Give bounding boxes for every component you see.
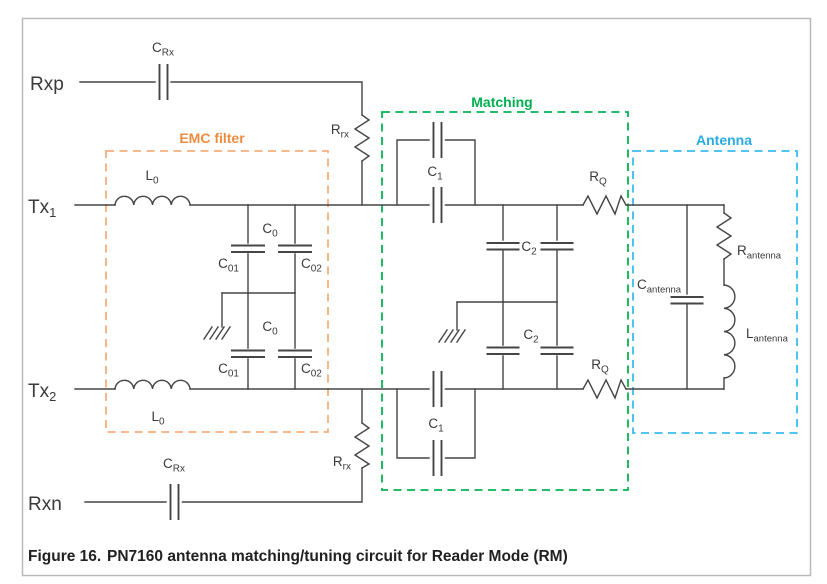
- matching-top-shunt-caps: [486, 204, 574, 303]
- c02-bottom-label: C02: [301, 361, 322, 380]
- tx1-rail: [74, 187, 725, 223]
- c2-bottom-label: C2: [523, 327, 539, 346]
- figure-caption-title: PN7160 antenna matching/tuning circuit f…: [107, 548, 568, 565]
- c2-bottom-left-capacitor: [486, 346, 520, 355]
- c1-top-label: C1: [427, 164, 443, 183]
- matching-ground-icon: [438, 329, 466, 343]
- c02-bottom-capacitor: [278, 349, 312, 358]
- antenna-box: [632, 150, 798, 434]
- c01-bottom-label: C01: [218, 361, 239, 380]
- antenna-title: Antenna: [696, 132, 752, 148]
- emc-mid-rail: [203, 292, 296, 340]
- rrx-top-label: Rrx: [331, 122, 349, 141]
- emc-bottom-shunt-caps: [231, 292, 312, 390]
- l0-top-label: L0: [145, 168, 159, 187]
- c01-bottom-capacitor: [231, 349, 265, 358]
- rxp-branch: [79, 64, 371, 206]
- l-antenna-label: Lantenna: [746, 326, 789, 345]
- rq-top-resistor: [582, 194, 627, 216]
- matching-mid-rail: [438, 301, 558, 343]
- rq-bottom-resistor: [582, 378, 627, 400]
- rxn-branch: [84, 388, 371, 520]
- crx-bottom-label: CRx: [163, 456, 185, 475]
- c01-top-capacitor: [231, 244, 265, 253]
- c-antenna-label: Cantenna: [637, 277, 682, 296]
- rq-bottom-label: RQ: [591, 357, 609, 376]
- c1-top-loop-capacitor: [432, 122, 443, 158]
- tx2-rail: [74, 371, 725, 407]
- l0-bottom-label: L0: [151, 409, 165, 428]
- rrx-bottom-resistor: [353, 422, 371, 469]
- c1-bottom-loop-capacitor: [432, 440, 443, 476]
- matching-box: [381, 111, 629, 491]
- r-antenna-resistor: [715, 212, 733, 260]
- rq-top-label: RQ: [589, 169, 607, 188]
- crx-bottom-capacitor: [169, 484, 180, 520]
- c1-bottom-parallel-loop: [396, 388, 476, 476]
- c0-top-label: C0: [262, 221, 278, 240]
- port-rxp-label: Rxp: [30, 74, 64, 95]
- c2-top-label: C2: [521, 239, 537, 258]
- rrx-bottom-label: Rrx: [333, 454, 351, 473]
- c-antenna-capacitor: [670, 296, 704, 305]
- port-tx2-label: Tx2: [28, 381, 56, 404]
- r-antenna-label: Rantenna: [737, 243, 782, 262]
- c01-top-label: C01: [218, 256, 239, 275]
- emc-top-shunt-caps: [231, 204, 312, 294]
- antenna-network: [670, 204, 736, 390]
- port-tx1-label: Tx1: [28, 197, 56, 220]
- c1-bottom-series-capacitor: [432, 371, 443, 407]
- port-rxn-label: Rxn: [28, 494, 62, 515]
- emc-ground-icon: [203, 326, 231, 340]
- c1-top-series-capacitor: [432, 187, 443, 223]
- figure-caption-label: Figure 16.: [28, 548, 101, 565]
- l0-top-inductor: [114, 195, 191, 206]
- c02-top-capacitor: [278, 244, 312, 253]
- c1-top-parallel-loop: [396, 122, 476, 206]
- c02-top-label: C02: [301, 256, 322, 275]
- c0-bottom-label: C0: [262, 319, 278, 338]
- l0-bottom-inductor: [114, 379, 191, 390]
- emc-filter-title: EMC filter: [179, 130, 245, 146]
- rrx-top-resistor: [353, 114, 371, 162]
- crx-top-label: CRx: [152, 40, 174, 59]
- l-antenna-inductor: [723, 284, 736, 379]
- matching-bottom-shunt-caps: [486, 301, 574, 390]
- figure-border: [21, 17, 812, 577]
- crx-top-capacitor: [158, 64, 169, 100]
- c2-top-left-capacitor: [486, 242, 520, 251]
- c2-bottom-right-capacitor: [540, 346, 574, 355]
- c2-top-right-capacitor: [540, 242, 574, 251]
- matching-title: Matching: [471, 94, 532, 110]
- emc-filter-box: [105, 150, 329, 433]
- c1-bottom-label: C1: [428, 416, 444, 435]
